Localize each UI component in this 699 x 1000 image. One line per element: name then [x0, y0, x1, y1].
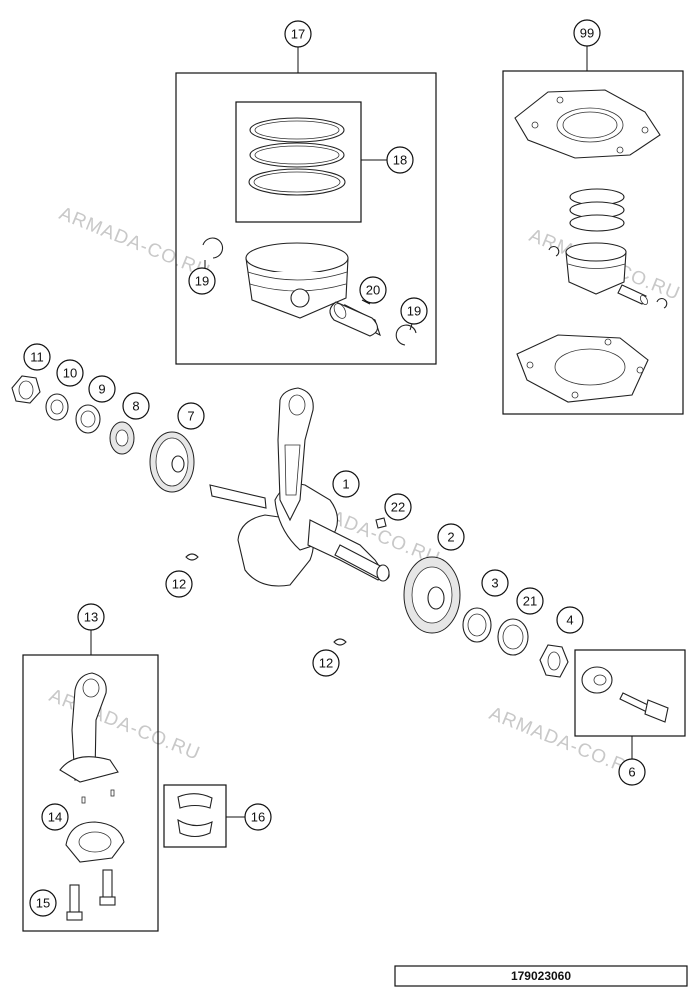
callout-12-lower[interactable]: 12 — [312, 649, 340, 677]
callout-13[interactable]: 13 — [77, 603, 105, 631]
callout-19-left[interactable]: 19 — [188, 267, 216, 295]
leader-20 — [361, 299, 371, 305]
callout-1[interactable]: 1 — [332, 470, 360, 498]
svg-text:17: 17 — [291, 27, 305, 42]
washer-3 — [462, 607, 492, 643]
gasket-kit-pin — [617, 284, 649, 305]
svg-text:16: 16 — [251, 810, 265, 825]
svg-text:9: 9 — [98, 382, 105, 397]
piston — [245, 242, 349, 319]
connecting-rod — [277, 387, 314, 522]
washer-21 — [497, 618, 529, 656]
svg-text:19: 19 — [195, 274, 209, 289]
leader-19b — [409, 323, 413, 331]
bearing-shell-frame — [163, 784, 227, 848]
bearing-shells — [177, 793, 213, 838]
circlip-right — [395, 324, 417, 346]
document-number-box — [394, 965, 688, 987]
svg-text:19: 19 — [407, 304, 421, 319]
callout-18[interactable]: 18 — [386, 146, 414, 174]
gasket-kit-rings — [569, 188, 625, 232]
callout-10[interactable]: 10 — [56, 359, 84, 387]
callout-6[interactable]: 6 — [618, 758, 646, 786]
gasket-kit-frame — [502, 70, 684, 415]
bolt-set — [581, 666, 669, 723]
small-gear — [109, 421, 135, 455]
svg-text:4: 4 — [566, 613, 573, 628]
svg-text:99: 99 — [580, 26, 594, 41]
washer-10 — [45, 393, 69, 421]
large-gear-2 — [403, 556, 461, 634]
con-rod-kit-cap — [65, 821, 125, 863]
callout-11[interactable]: 11 — [23, 343, 51, 371]
svg-text:18: 18 — [393, 153, 407, 168]
nut-4 — [539, 644, 569, 678]
callout-21[interactable]: 21 — [516, 587, 544, 615]
callout-15[interactable]: 15 — [29, 889, 57, 917]
con-rod-kit-pins — [81, 789, 115, 804]
svg-text:15: 15 — [36, 896, 50, 911]
callout-14[interactable]: 14 — [41, 803, 69, 831]
callout-9[interactable]: 9 — [88, 375, 116, 403]
callout-19-right[interactable]: 19 — [400, 297, 428, 325]
svg-text:3: 3 — [491, 576, 498, 591]
callout-99[interactable]: 99 — [573, 19, 601, 47]
svg-text:20: 20 — [366, 283, 380, 298]
document-number: 179023060 — [511, 969, 571, 983]
con-rod-kit-rod — [59, 672, 119, 783]
callout-3[interactable]: 3 — [481, 569, 509, 597]
washer-9 — [75, 404, 101, 434]
callout-7[interactable]: 7 — [177, 402, 205, 430]
callout-12-upper[interactable]: 12 — [165, 570, 193, 598]
key-12-lower — [333, 638, 347, 646]
nut — [11, 375, 41, 404]
callout-22[interactable]: 22 — [384, 493, 412, 521]
watermark-4: ARMADA-CO.RU — [46, 685, 203, 765]
svg-text:11: 11 — [30, 350, 44, 365]
svg-text:12: 12 — [172, 577, 186, 592]
svg-text:1: 1 — [342, 477, 349, 492]
crankshaft — [209, 483, 390, 587]
key-22 — [375, 517, 387, 529]
svg-text:8: 8 — [132, 399, 139, 414]
con-rod-bolts — [66, 869, 116, 921]
callout-17[interactable]: 17 — [284, 20, 312, 48]
watermark-1: ARMADA-CO.RU — [56, 203, 213, 283]
piston-ring-set-frame — [235, 101, 362, 223]
callout-16[interactable]: 16 — [244, 803, 272, 831]
piston-rings — [248, 117, 346, 196]
callout-2[interactable]: 2 — [437, 523, 465, 551]
svg-text:14: 14 — [48, 810, 62, 825]
callout-4[interactable]: 4 — [556, 606, 584, 634]
cylinder-head-gasket — [514, 89, 661, 159]
callout-8[interactable]: 8 — [122, 392, 150, 420]
piston-kit-frame — [175, 72, 437, 365]
large-gear-7 — [149, 431, 195, 493]
bolt-set-frame — [574, 649, 686, 737]
svg-text:10: 10 — [63, 366, 77, 381]
svg-text:13: 13 — [84, 610, 98, 625]
svg-text:12: 12 — [319, 656, 333, 671]
callout-20[interactable]: 20 — [359, 276, 387, 304]
svg-text:6: 6 — [628, 765, 635, 780]
svg-text:7: 7 — [187, 409, 194, 424]
key-12-upper — [185, 553, 199, 561]
svg-text:21: 21 — [523, 594, 537, 609]
piston-pin — [329, 301, 381, 337]
svg-text:2: 2 — [447, 530, 454, 545]
gasket-kit-piston — [565, 242, 627, 295]
svg-text:22: 22 — [391, 500, 405, 515]
gasket-kit-circlips — [548, 246, 668, 309]
circlip-left — [202, 237, 224, 259]
cylinder-base-gasket — [516, 334, 649, 403]
